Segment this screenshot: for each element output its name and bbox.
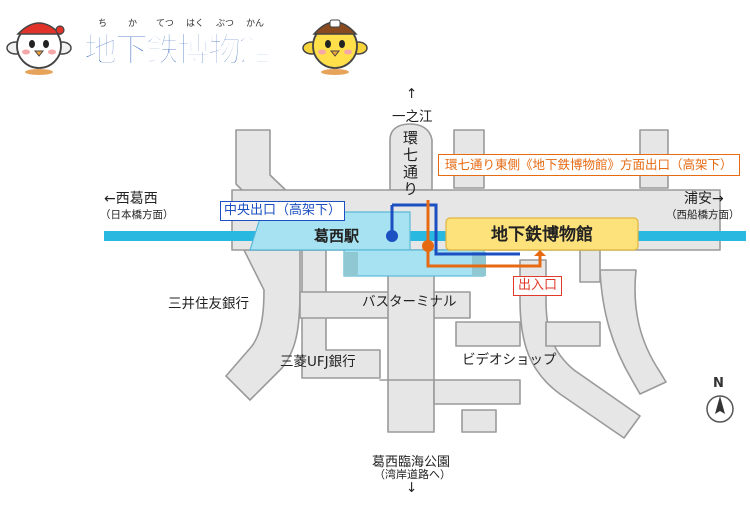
route-central-exit [392,203,520,256]
west-sublabel: （日本橋方面） [100,209,174,221]
ruby-kan: かん [246,19,265,29]
south-arrow: ↓ [406,480,418,496]
compass-icon [706,395,734,423]
east-sublabel: （西船橋方面） [666,209,740,221]
road-kan7-north [389,123,433,191]
route-east-exit [426,200,542,268]
ruby-chi: ち [98,19,108,29]
page-header: ち か てつ はく ぶつ かん 地下鉄博物館 [0,0,400,80]
video-shop-label: ビデオショップ [462,352,557,368]
compass-north-label: N [713,376,724,391]
ruby-butsu: ぶつ [216,19,235,29]
east-label: 浦安→ [684,191,724,207]
station-shade-left [344,252,358,276]
ruby-haku: はく [186,19,205,29]
east-exit-dot [422,240,434,252]
road-far-right-stub [579,249,601,283]
road-left-curve [225,249,301,401]
station-name: 葛西駅 [314,227,360,245]
mascot-right-icon [302,19,368,75]
railway-line [104,231,746,241]
entrance-arrow [534,250,546,256]
west-label: ←西葛西 [104,191,158,207]
road-kan7-south [387,249,435,433]
ruby-ka: か [128,19,138,29]
road-far-right [599,269,667,395]
road-right-t [379,379,521,405]
ruby-tetsu: てつ [156,19,174,29]
mascot-left-icon [6,22,72,75]
page-title: 地下鉄博物館 [84,30,273,70]
station-shade-right [472,252,486,276]
museum-building [445,217,639,251]
road-label-kan7: 環七通り [401,130,419,198]
road-bottom-right [461,409,497,433]
north-label: 一之江 [392,109,433,125]
south-label: 葛西臨海公園 [372,455,451,470]
north-arrow: ↑ [406,86,418,102]
bus-terminal-label: バスターミナル [362,294,457,310]
smbc-label: 三井住友銀行 [168,296,249,312]
mufg-label: 三菱UFJ銀行 [280,354,356,370]
east-exit-label: 環七通り東側《地下鉄博物館》方面出口（高架下） [438,154,740,176]
museum-name: 地下鉄博物館 [491,225,593,245]
central-exit-label: 中央出口（高架下） [220,201,346,221]
station-dot [386,230,398,242]
south-sublabel: （湾岸道路へ） [374,468,451,481]
entrance-label: 出入口 [513,276,563,296]
road-right-lower-street [455,321,521,347]
road-right-lower-street-2 [545,321,601,347]
